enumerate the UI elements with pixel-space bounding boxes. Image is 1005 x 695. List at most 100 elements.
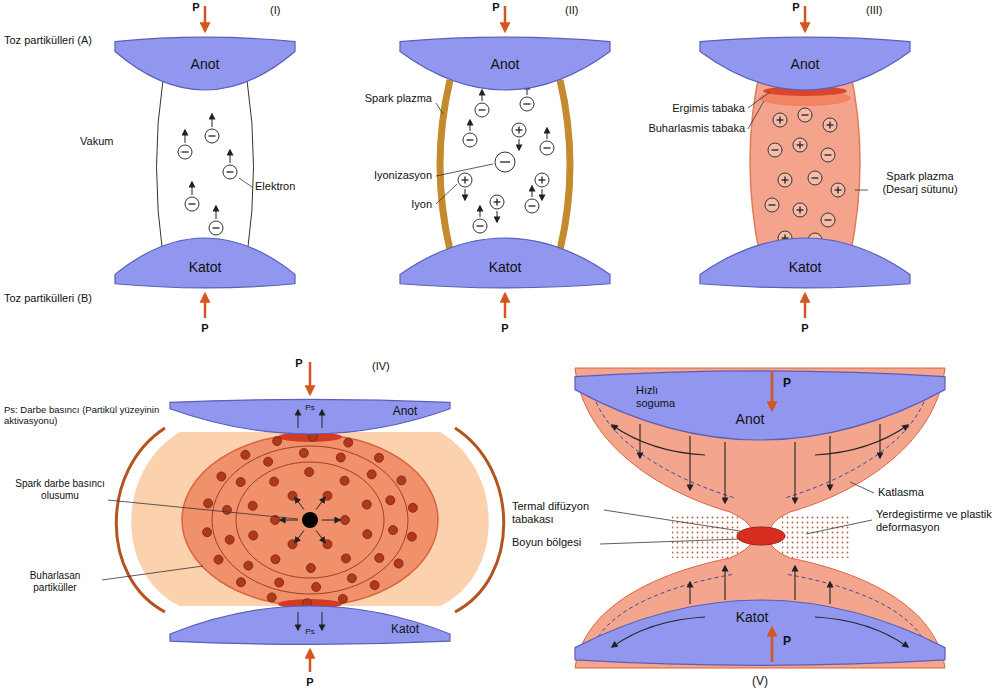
leader-line [436, 164, 493, 176]
callout-label: Vakum [80, 135, 113, 148]
electron-symbol [205, 129, 219, 143]
sign-stroke [227, 171, 234, 172]
vaporized-particle [248, 501, 257, 510]
sign-stroke [500, 161, 510, 162]
electrode-shape [115, 238, 295, 288]
vaporized-particle [271, 555, 280, 564]
pressure-arrow [771, 628, 774, 662]
sign-stroke [209, 135, 216, 136]
callout-label: Spark plazma (Desarj sütunu) [870, 170, 970, 196]
pressure-arrow-small [295, 497, 304, 509]
pressure-arrow [804, 294, 807, 318]
pressure-arrow [204, 294, 207, 318]
leader-line [239, 178, 252, 187]
vaporized-particle [225, 535, 234, 544]
plasma-sheath [560, 80, 570, 250]
callout-label: (V) [752, 674, 768, 688]
vaporized-particle [264, 457, 273, 466]
pressure-arrow [309, 650, 312, 672]
electrode-label: Anot [736, 412, 765, 427]
electron-motion-arrow [212, 114, 213, 127]
leader-line [108, 500, 298, 519]
leader-line [748, 92, 770, 108]
sign-stroke [189, 203, 196, 204]
vaporized-particle [249, 531, 258, 540]
electron-symbol [540, 141, 554, 155]
sign-stroke [812, 177, 819, 178]
impulse-pressure-arrow [298, 612, 299, 630]
sign-stroke [182, 151, 189, 152]
ion-symbol [823, 118, 837, 132]
sign-stroke [477, 225, 484, 226]
callout-label: (III) [866, 4, 883, 17]
leader-line [748, 101, 764, 129]
pressure-arrow-small [316, 497, 325, 509]
cathode-electrode: Katot [700, 238, 910, 290]
electrode-label: Katot [789, 260, 822, 275]
spark-plasma-ball [182, 434, 438, 606]
electrode-outline [575, 368, 945, 440]
pressure-arrow [504, 294, 507, 318]
electron-symbol [821, 213, 835, 227]
heat-flow-arrow [724, 566, 725, 600]
vaporized-particle [203, 528, 212, 537]
anode-electrode: Anot [400, 35, 610, 90]
plasma-halo [131, 432, 489, 606]
anode-heated-zone [575, 368, 945, 530]
pressure-label: P [306, 676, 313, 689]
vaporized-particle [407, 532, 416, 541]
anode-electrode: Anot [575, 368, 945, 440]
callout-label: Buharlasan partiküller [10, 570, 100, 594]
vaporized-particle [394, 559, 403, 568]
electron-symbol [808, 171, 822, 185]
anode-electrode: Anot [700, 35, 910, 90]
particle-motion-arrow [480, 206, 481, 217]
vaporized-particle [236, 578, 245, 587]
electron-symbol [520, 97, 534, 111]
pressure-label: P [783, 634, 791, 648]
electron-symbol [765, 198, 779, 212]
pressure-wave [212, 446, 408, 594]
heat-flow-arrow [829, 436, 830, 490]
impulse-pressure-arrow [298, 410, 299, 428]
vaporized-particle [362, 500, 371, 509]
halo-boundary [455, 428, 504, 612]
sign-stroke [825, 219, 832, 220]
electron-symbol [209, 221, 223, 235]
halo-boundary [116, 428, 165, 612]
vaporized-particle [217, 472, 226, 481]
vaporized-particle [375, 453, 384, 462]
sign-stroke [799, 207, 800, 214]
callout-label: Toz partikülleri (A) [4, 34, 92, 47]
plasma-sheath [440, 80, 450, 250]
pressure-arrow-small [316, 530, 325, 542]
sign-stroke [467, 139, 474, 140]
electrode-shape [400, 238, 610, 288]
neck-fusion [737, 527, 785, 545]
cathode-heated-zone [575, 542, 945, 668]
sign-stroke [544, 147, 551, 148]
pressure-wave [236, 462, 384, 578]
vaporized-particle [408, 503, 417, 512]
ion-symbol [773, 113, 787, 127]
sign-stroke [518, 127, 519, 134]
electron-symbol [821, 148, 835, 162]
vaporized-particle [241, 450, 250, 459]
vaporized-particle [336, 453, 345, 462]
electrode-shape [700, 37, 910, 90]
heat-flow-arrow [689, 436, 690, 490]
vaporized-particle [236, 478, 245, 487]
vaporized-particle [344, 438, 353, 447]
electron-motion-arrow [192, 182, 193, 195]
leader-line [855, 190, 868, 191]
sign-stroke [213, 227, 220, 228]
cathode-electrode: Katot [400, 238, 610, 290]
vacuum-gap [157, 80, 254, 256]
pressure-arrow-small [295, 530, 304, 542]
electron-symbol [475, 103, 489, 117]
vaporized-particle [214, 555, 223, 564]
heat-flow-arrow [794, 442, 795, 503]
electrode-label: Anot [191, 57, 220, 72]
particle-motion-arrow [482, 90, 483, 101]
